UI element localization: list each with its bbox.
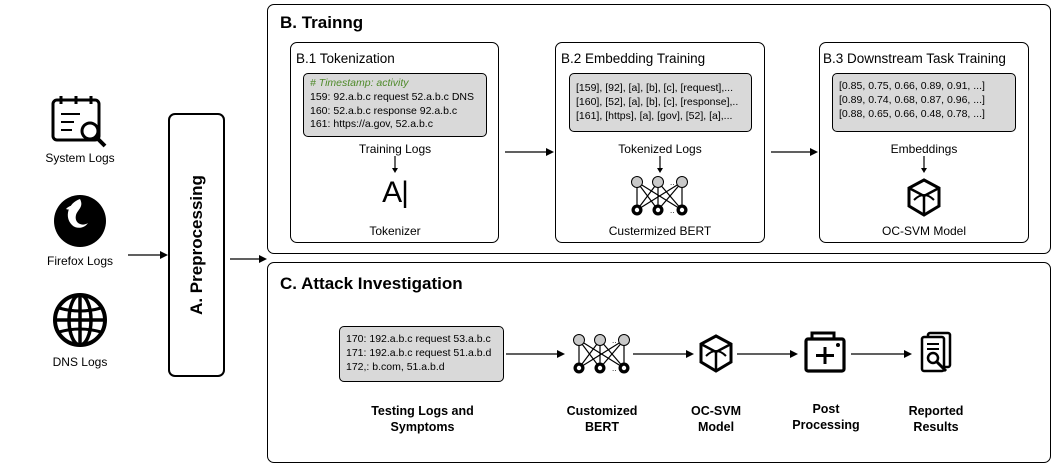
arrow-post-to-results — [851, 350, 912, 358]
tokenized-logs-panel: [159], [92], [a], [b], [c], [request],..… — [569, 73, 752, 132]
training-logs-panel: # Timestamp: activity 159: 92.a.b.c requ… — [303, 73, 487, 137]
reported-results-icon — [920, 331, 952, 373]
arrow-ocsvm-to-post — [737, 350, 798, 358]
investigation-title: C. Attack Investigation — [280, 274, 463, 293]
step-label-reported-results: Reported Results — [908, 404, 964, 434]
embeddings-panel: [0.85, 0.75, 0.66, 0.89, 0.91, ...] [0.8… — [832, 73, 1016, 132]
tokenized-logs-caption: Tokenized Logs — [618, 142, 702, 156]
embedding-title: B.2 Embedding Training — [561, 51, 706, 66]
log-line: [159], [92], [a], [b], [c], [request],..… — [576, 82, 733, 94]
svg-text:..: .. — [612, 364, 616, 373]
log-line: [0.85, 0.75, 0.66, 0.89, 0.91, ...] — [839, 80, 985, 92]
ocsvm-label: OC-SVM Model — [881, 224, 967, 238]
ocsvm-icon — [699, 334, 733, 373]
arrow-down-icon — [392, 156, 398, 173]
preprocessing-title: A. Preprocessing — [186, 175, 206, 315]
training-title: B. Trainng — [280, 13, 364, 32]
arrow-logs-to-bert — [506, 350, 565, 358]
arrow-down-icon — [921, 156, 927, 173]
training-logs-caption: Training Logs — [358, 142, 432, 156]
embeddings-caption: Embeddings — [890, 142, 958, 156]
svg-text:..: .. — [670, 206, 674, 215]
preprocessing-box: A. Preprocessing — [168, 113, 225, 377]
bert-network-icon: .. .. — [573, 334, 630, 374]
log-line: [0.89, 0.74, 0.68, 0.87, 0.96, ...] — [839, 93, 985, 106]
tokenizer-logo: A| — [382, 176, 409, 209]
log-line: [0.88, 0.65, 0.66, 0.48, 0.78, ...] — [839, 107, 985, 120]
arrow-preprocessing-to-sections — [230, 255, 267, 263]
log-line: [161], [https], [a], [gov], [52], [a],..… — [576, 109, 733, 122]
ocsvm-icon — [907, 178, 941, 217]
log-comment: # Timestamp: activity — [310, 77, 409, 89]
bert-network-icon: .. .. — [631, 176, 688, 216]
source-label-firefox: Firefox Logs — [46, 254, 114, 268]
svg-text:..: .. — [612, 336, 616, 345]
log-line: 161: https://a.gov, 52.a.b.c — [310, 118, 433, 131]
arrow-tokenization-to-embedding — [505, 148, 554, 156]
arrow-embedding-to-downstream — [771, 148, 818, 156]
log-line: 159: 92.a.b.c request 52.a.b.c DNS — [310, 90, 475, 103]
arrow-sources-to-preprocessing — [128, 251, 168, 259]
step-label-testing-logs: Testing Logs and Symptoms — [371, 404, 474, 434]
downstream-title: B.3 Downstream Task Training — [823, 51, 1006, 66]
svg-text:..: .. — [670, 178, 674, 187]
arrow-down-icon — [657, 156, 663, 173]
source-label-system: System Logs — [45, 151, 115, 165]
tokenization-title: B.1 Tokenization — [296, 51, 395, 66]
step-label-bert: Customized BERT — [566, 404, 638, 434]
system-log-icon — [51, 96, 107, 148]
log-line: 160: 52.a.b.c response 92.a.b.c — [310, 104, 458, 117]
testing-logs-panel: 170: 192.a.b.c request 53.a.b.c 171: 192… — [339, 326, 504, 382]
tokenizer-label: Tokenizer — [369, 224, 421, 238]
bert-label: Custermized BERT — [608, 224, 712, 238]
step-label-ocsvm: OC-SVM Model — [691, 404, 741, 434]
post-processing-icon — [804, 331, 846, 373]
source-label-dns: DNS Logs — [52, 355, 108, 369]
arrow-bert-to-ocsvm — [633, 350, 694, 358]
globe-icon — [53, 293, 107, 347]
step-label-post-processing: Post Processing — [792, 402, 860, 432]
log-line: [160], [52], [a], [b], [c], [response],.… — [576, 95, 739, 108]
log-line: 170: 192.a.b.c request 53.a.b.c — [346, 333, 491, 345]
log-line: 172,: b.com, 51.a.b.d — [346, 360, 445, 373]
log-line: 171: 192.a.b.c request 51.a.b.d — [346, 346, 492, 359]
firefox-icon — [54, 195, 106, 247]
